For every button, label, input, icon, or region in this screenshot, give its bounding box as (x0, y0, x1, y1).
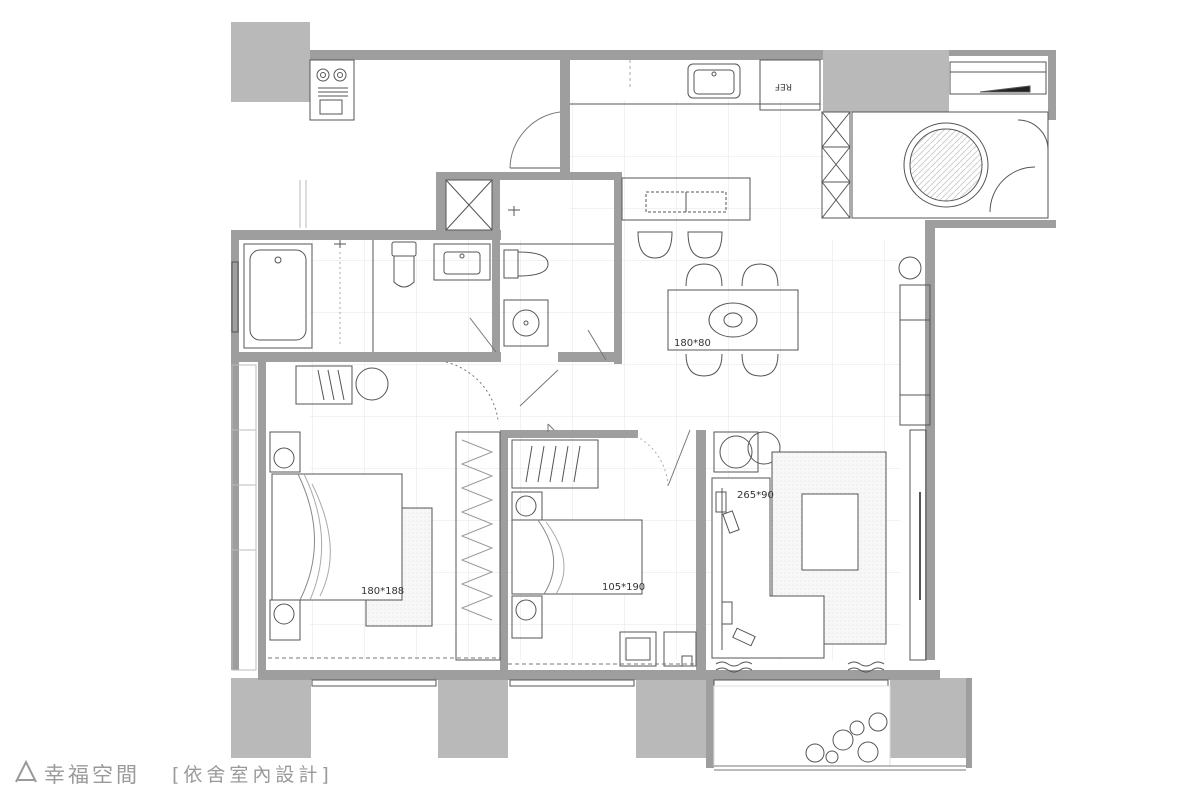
kitchen-cabinet-column (821, 111, 851, 219)
nightstand-2 (269, 599, 301, 641)
dining (667, 263, 799, 377)
bathroom-2 (445, 179, 614, 407)
master-bed-size: 180*188 (361, 586, 404, 597)
toilet-tank-1 (391, 241, 417, 257)
wardrobe (511, 439, 599, 489)
second-bed (511, 519, 643, 595)
kitchen-sink (687, 63, 741, 99)
desk-chair (619, 631, 657, 667)
sofa (711, 477, 825, 659)
bar-stool-2 (687, 231, 723, 259)
coffee-table (801, 493, 859, 571)
watermark: 幸福空間 [依舍室內設計] (15, 759, 333, 787)
brand-house-icon (15, 759, 37, 783)
windows (231, 180, 889, 687)
wall-cabinets (898, 256, 931, 661)
toilet-tank-2 (503, 249, 519, 279)
bath-sink-1 (433, 243, 491, 281)
nightstand-1 (269, 431, 301, 473)
bathroom-1 (243, 240, 491, 352)
refrigerator (759, 59, 821, 111)
structural-columns (231, 22, 966, 758)
walk-in-closet (455, 431, 501, 661)
master-bedroom (268, 365, 501, 661)
walls (231, 50, 1056, 768)
dining-table-size: 180*80 (674, 338, 711, 349)
wardrobe-top (295, 365, 353, 405)
side-table (713, 431, 759, 473)
plant-cluster (805, 712, 888, 764)
second-bedroom (508, 439, 697, 667)
dining-table (667, 289, 799, 351)
utility-area (851, 61, 1049, 219)
kitchen (309, 59, 851, 259)
master-bed (271, 473, 403, 601)
living-room (635, 429, 887, 673)
balcony (713, 685, 966, 771)
watermark-designer: [依舍室內設計] (172, 764, 333, 786)
kitchen-island (621, 177, 751, 221)
fridge-label: REF (775, 81, 792, 91)
watermark-brand: 幸福空間 (44, 763, 140, 787)
sofa-size: 265*90 (737, 490, 774, 501)
bar-stool-1 (637, 231, 673, 259)
dining-chair (685, 263, 723, 287)
doors (445, 361, 555, 432)
nightstand-4 (511, 595, 543, 639)
bath-sink-2 (503, 299, 549, 347)
desk (663, 631, 697, 667)
second-bed-size: 105*190 (602, 582, 645, 593)
